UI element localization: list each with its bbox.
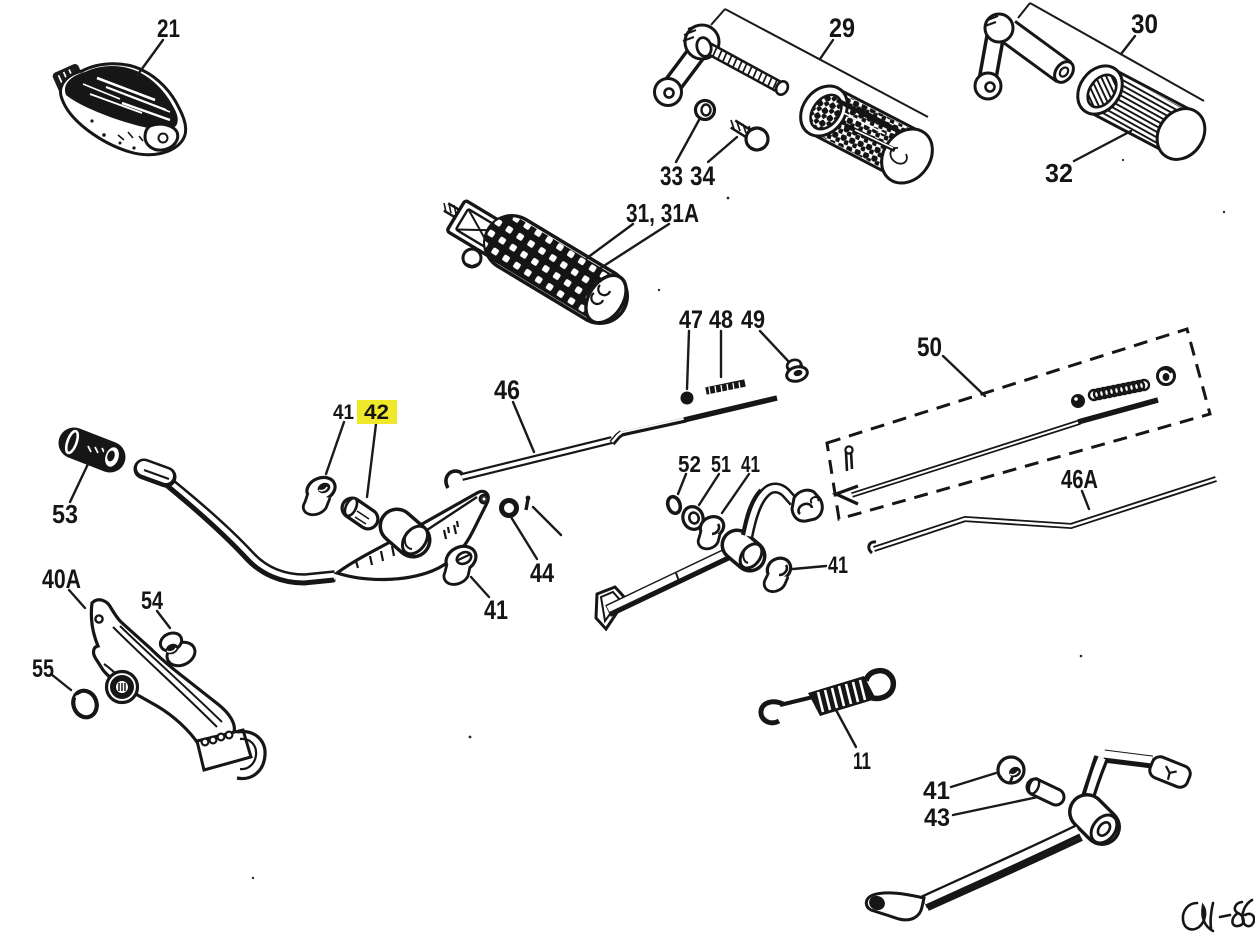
svg-text:46: 46 [494,375,520,405]
svg-text:49: 49 [741,306,765,334]
svg-text:41: 41 [741,451,760,477]
svg-text:11: 11 [853,748,871,775]
svg-text:41: 41 [828,552,848,579]
svg-text:51: 51 [711,451,731,477]
svg-text:46A: 46A [1061,464,1098,494]
svg-text:34: 34 [690,161,715,191]
svg-text:41: 41 [923,777,950,805]
svg-text:55: 55 [32,655,54,683]
svg-text:47: 47 [679,306,703,334]
svg-text:48: 48 [709,306,733,334]
svg-text:32: 32 [1045,158,1073,188]
svg-text:33: 33 [660,161,683,191]
svg-text:30: 30 [1131,9,1158,39]
svg-text:31, 31A: 31, 31A [626,198,699,228]
svg-text:41: 41 [333,401,354,424]
svg-text:44: 44 [530,558,554,588]
svg-text:43: 43 [924,804,950,832]
svg-text:50: 50 [917,332,942,362]
svg-text:40A: 40A [42,564,81,594]
svg-text:21: 21 [157,15,180,43]
svg-text:42: 42 [364,401,389,424]
svg-text:41: 41 [484,595,508,625]
svg-text:54: 54 [141,587,163,615]
svg-text:53: 53 [52,499,78,529]
svg-text:52: 52 [678,451,701,477]
svg-text:29: 29 [829,13,855,43]
